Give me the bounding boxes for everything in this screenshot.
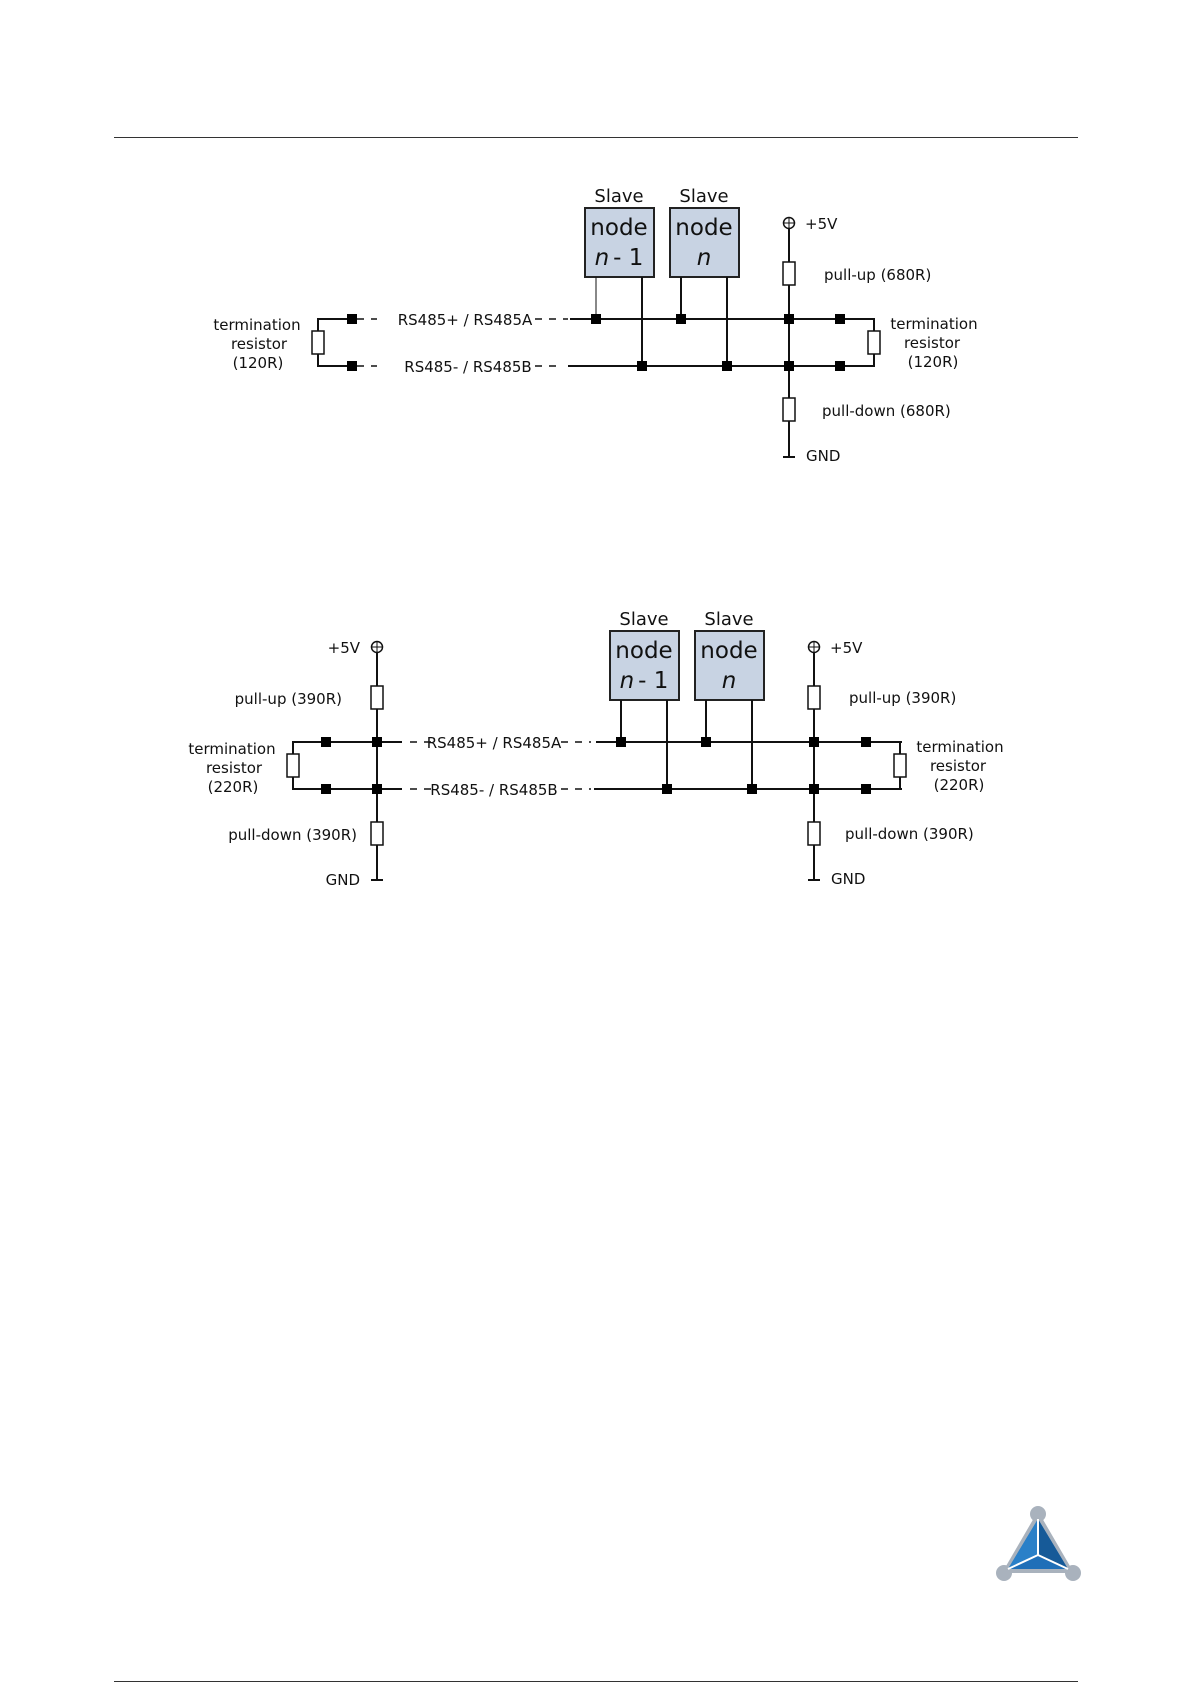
diagram-bus-double-bias: Slave Slave node n- 1 node n RS485+ / RS… [188, 609, 1003, 889]
node-box-right [694, 630, 765, 701]
termination-value-right: (120R) [908, 353, 959, 371]
junction-dot [591, 314, 601, 324]
node-title-left: node [615, 638, 672, 664]
pullup-label-left: pull-up (390R) [235, 690, 342, 708]
junction-dot [722, 361, 732, 371]
diagram-bus-single-bias: Slave Slave node n- 1 node n RS485+ / RS… [213, 186, 977, 465]
gnd-label-left: GND [326, 871, 360, 889]
junction-dot [616, 737, 626, 747]
bus-b-label: RS485- / RS485B [430, 781, 557, 799]
pullup-resistor-left [370, 685, 384, 710]
junction-dot [637, 361, 647, 371]
junction-dot [321, 784, 331, 794]
junction-dot [861, 784, 871, 794]
junction-dot [784, 314, 794, 324]
junction-dot [347, 314, 357, 324]
logo-spoke-left [1007, 1554, 1039, 1570]
trinamic-logo [996, 1506, 1081, 1581]
pulldown-label-right: pull-down (390R) [845, 825, 974, 843]
node-box-left [584, 207, 655, 278]
slave-label-left: Slave [619, 609, 668, 630]
bus-a-label: RS485+ / RS485A [427, 734, 562, 752]
termination-label-right-1: termination [916, 738, 1003, 756]
termination-label-left-1: termination [188, 740, 275, 758]
termination-resistor-left [286, 753, 300, 778]
termination-value-left: (220R) [208, 778, 259, 796]
junction-dot [835, 314, 845, 324]
pulldown-label-left: pull-down (390R) [228, 826, 357, 844]
pullup-label-right: pull-up (390R) [849, 689, 956, 707]
bus-a-label: RS485+ / RS485A [398, 311, 533, 329]
vcc-label: +5V [805, 215, 838, 233]
header-rule [114, 137, 1078, 138]
junction-dot [321, 737, 331, 747]
junction-dot [676, 314, 686, 324]
pullup-resistor-right [807, 685, 821, 710]
gnd-label-right: GND [831, 870, 865, 888]
junction-dot [835, 361, 845, 371]
node-index-left: n- 1 [620, 668, 669, 694]
junction-dot [701, 737, 711, 747]
footer-rule [114, 1681, 1078, 1682]
node-title-right: node [700, 638, 757, 664]
node-box-left [609, 630, 680, 701]
termination-value-right: (220R) [934, 776, 985, 794]
node-index-left: n- 1 [595, 245, 644, 271]
termination-label-left-1: termination [213, 316, 300, 334]
termination-resistor-left [311, 330, 325, 355]
slave-label-right: Slave [679, 186, 728, 207]
node-title-left: node [590, 215, 647, 241]
pulldown-resistor-left [370, 821, 384, 846]
gnd-label: GND [806, 447, 840, 465]
junction-dot [347, 361, 357, 371]
termination-label-right-2: resistor [930, 757, 987, 775]
junction-dot [861, 737, 871, 747]
slave-label-left: Slave [594, 186, 643, 207]
termination-label-right-1: termination [890, 315, 977, 333]
termination-label-right-2: resistor [904, 334, 961, 352]
vcc-label-right: +5V [830, 639, 863, 657]
pullup-label: pull-up (680R) [824, 266, 931, 284]
bus-b-label: RS485- / RS485B [404, 358, 531, 376]
pulldown-label: pull-down (680R) [822, 402, 951, 420]
logo-spoke-right [1037, 1554, 1069, 1570]
logo-facet-right [1038, 1519, 1068, 1569]
termination-label-left-2: resistor [206, 759, 263, 777]
junction-dot [662, 784, 672, 794]
node-box-right [669, 207, 740, 278]
node-index-right: n [697, 245, 712, 271]
termination-resistor-right [867, 330, 881, 355]
junction-dot [809, 784, 819, 794]
pulldown-resistor-right [807, 821, 821, 846]
vcc-label-left: +5V [328, 639, 361, 657]
junction-dot [809, 737, 819, 747]
logo-facet-left [1008, 1519, 1038, 1569]
junction-dot [372, 737, 382, 747]
junction-dot [747, 784, 757, 794]
node-index-right: n [722, 668, 737, 694]
junction-dot [784, 361, 794, 371]
termination-value-left: (120R) [233, 354, 284, 372]
node-title-right: node [675, 215, 732, 241]
slave-label-right: Slave [704, 609, 753, 630]
termination-label-left-2: resistor [231, 335, 288, 353]
junction-dot [372, 784, 382, 794]
termination-resistor-right [893, 753, 907, 778]
